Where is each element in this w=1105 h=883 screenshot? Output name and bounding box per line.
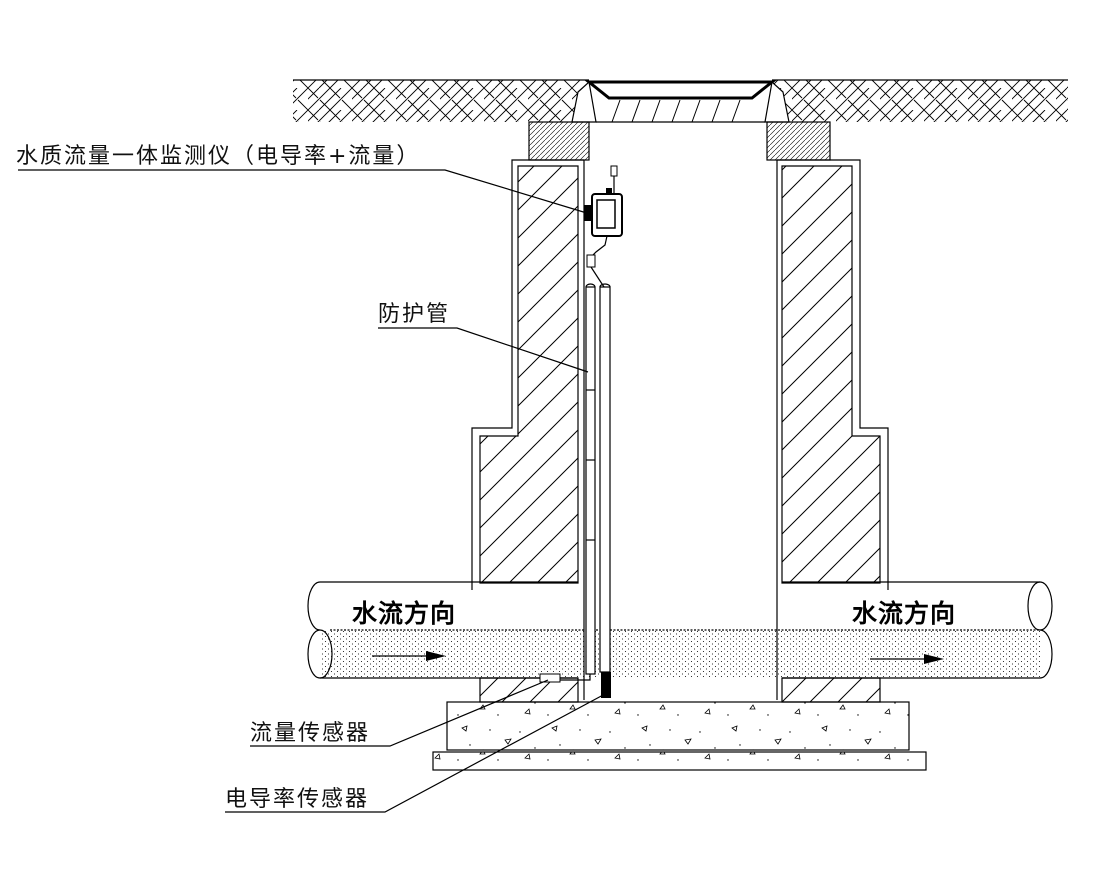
flow-sensor-label: 流量传感器 — [250, 721, 370, 746]
wall-outline — [471, 159, 889, 590]
monitor-device — [584, 165, 623, 259]
flow-arrow-left — [372, 651, 446, 661]
monitor-label: 水质流量一体监测仪（电导率+流量） — [16, 144, 420, 169]
sewer-pipe — [307, 581, 1053, 679]
leader-lines — [18, 169, 606, 813]
hatched-walls — [479, 160, 881, 703]
concrete-base — [432, 701, 927, 771]
manhole-cover — [571, 80, 790, 123]
flow-direction-right: 水流方向 — [852, 599, 956, 628]
flow-direction-left: 水流方向 — [352, 599, 456, 628]
protection-pipe — [585, 254, 611, 675]
conductivity-sensor-label: 电导率传感器 — [225, 787, 369, 812]
protection-pipe-label: 防护管 — [378, 302, 450, 327]
collar-blocks — [528, 121, 831, 161]
flow-sensor — [539, 673, 591, 683]
flow-arrow-right — [870, 654, 944, 664]
ground-surface — [293, 79, 1068, 122]
conductivity-sensor — [601, 672, 611, 698]
